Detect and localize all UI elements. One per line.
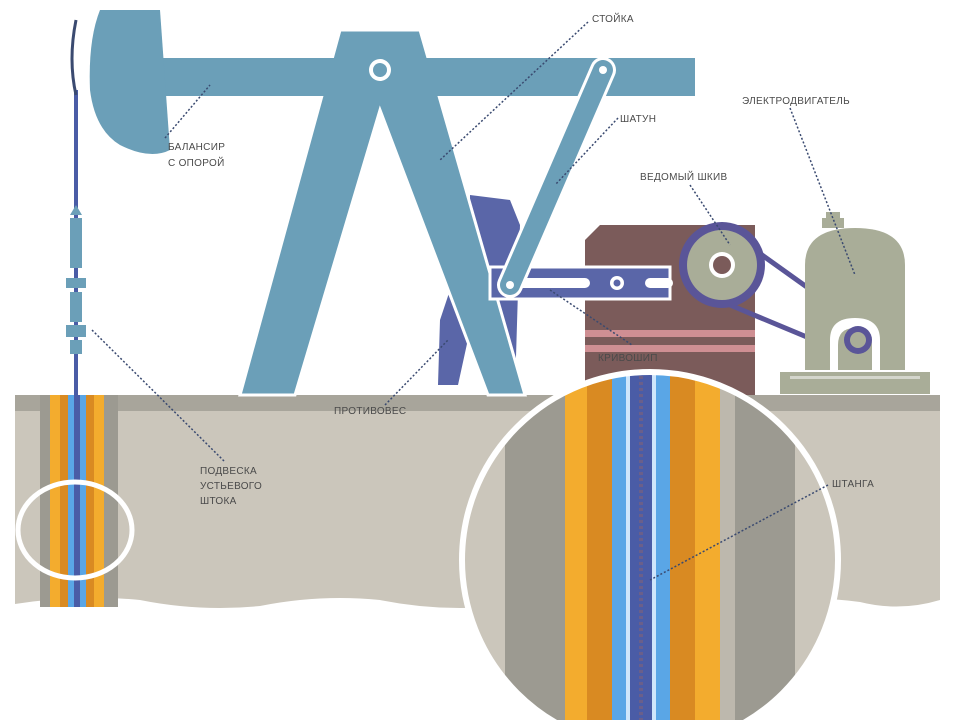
label-hanger-2: УСТЬЕВОГО	[200, 481, 262, 492]
polished-rod	[66, 19, 86, 395]
pitman-arm	[497, 57, 616, 298]
electric-motor	[780, 212, 930, 394]
label-walking-beam-1: БАЛАНСИР	[168, 142, 225, 153]
magnify-circle-small	[15, 479, 135, 581]
label-counterweight: ПРОТИВОВЕС	[334, 406, 406, 417]
wellbore-magnified	[459, 369, 841, 720]
label-pitman-arm: ШАТУН	[620, 114, 656, 125]
label-sucker-rod: ШТАНГА	[832, 479, 874, 490]
label-walking-beam-2: С ОПОРОЙ	[168, 156, 225, 169]
label-motor: ЭЛЕКТРОДВИГАТЕЛЬ	[742, 96, 850, 107]
label-crank: КРИВОШИП	[598, 353, 658, 364]
leader-lines	[91, 21, 856, 581]
label-hanger-3: ШТОКА	[200, 496, 237, 507]
label-driven-pulley: ВЕДОМЫЙ ШКИВ	[640, 170, 728, 183]
driven-pulley	[679, 222, 862, 358]
label-hanger-1: ПОДВЕСКА	[200, 466, 257, 477]
wellbore-small	[15, 395, 135, 607]
label-samson-post: СТОЙКА	[592, 12, 634, 25]
